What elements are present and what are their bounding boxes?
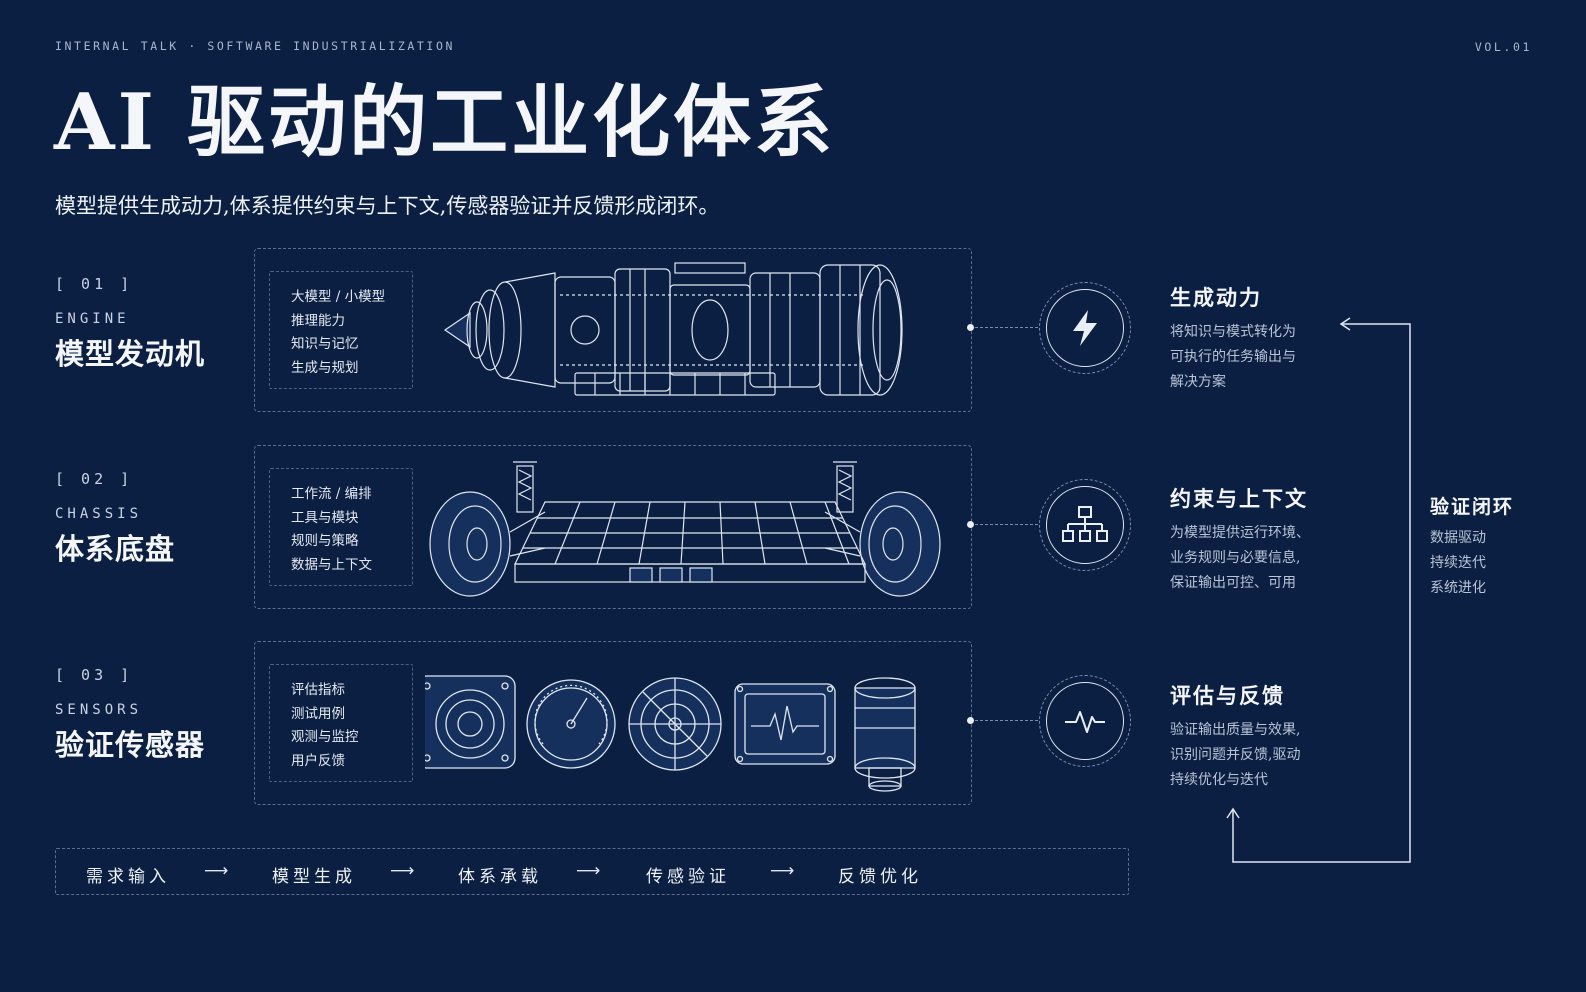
- feature-item: 推理能力: [291, 312, 345, 329]
- connector-line: [975, 720, 1038, 721]
- feature-item: 规则与策略: [291, 533, 359, 550]
- desc-engine: 生成动力 将知识与模式转化为 可执行的任务输出与 解决方案: [1170, 282, 1370, 395]
- feature-item: 用户反馈: [291, 753, 345, 770]
- row-en-label: SENSORS: [55, 702, 143, 718]
- pulse-icon: [1065, 711, 1105, 733]
- feedback-loop-label: 验证闭环 数据驱动 持续迭代 系统进化: [1430, 492, 1514, 601]
- feature-item: 工作流 / 编排: [291, 486, 372, 502]
- desc-line: 识别问题并反馈,驱动: [1170, 747, 1301, 763]
- flow-step-input: 需求输入: [86, 867, 170, 887]
- engine-feature-list: 大模型 / 小模型 推理能力 知识与记忆 生成与规划: [269, 271, 413, 389]
- arrow-right-icon: ⟶: [770, 861, 795, 881]
- page-subtitle: 模型提供生成动力,体系提供约束与上下文,传感器验证并反馈形成闭环。: [55, 194, 720, 218]
- feature-item: 测试用例: [291, 705, 345, 722]
- chassis-feature-list: 工作流 / 编排 工具与模块 规则与策略 数据与上下文: [269, 468, 413, 586]
- desc-heading: 约束与上下文: [1170, 486, 1308, 511]
- desc-line: 保证输出可控、可用: [1170, 575, 1296, 591]
- chassis-panel: 工作流 / 编排 工具与模块 规则与策略 数据与上下文: [254, 445, 972, 609]
- lightning-icon: [1073, 310, 1097, 346]
- arrow-right-icon: ⟶: [576, 861, 601, 881]
- row-zh-label: 模型发动机: [55, 337, 206, 371]
- row-zh-label: 验证传感器: [55, 728, 206, 762]
- connector-dot: [967, 717, 974, 724]
- pulse-icon-ring: [1039, 675, 1131, 767]
- desc-heading: 评估与反馈: [1170, 683, 1285, 708]
- loop-line: 数据驱动: [1430, 530, 1486, 546]
- connector-dot: [967, 324, 974, 331]
- connector-dot: [967, 521, 974, 528]
- feature-item: 评估指标: [291, 682, 345, 698]
- row-index: [ 01 ]: [55, 275, 134, 293]
- chassis-illustration: [429, 461, 941, 597]
- feature-item: 大模型 / 小模型: [291, 289, 386, 305]
- row-en-label: ENGINE: [55, 311, 130, 327]
- desc-line: 持续优化与迭代: [1170, 772, 1268, 788]
- volume-label: VOL.01: [1474, 40, 1532, 54]
- flow-step-carry: 体系承载: [458, 867, 542, 887]
- desc-line: 将知识与模式转化为: [1170, 324, 1296, 340]
- feature-item: 数据与上下文: [291, 557, 372, 574]
- flow-step-generate: 模型生成: [272, 867, 356, 887]
- row-label-engine: [ 01 ] ENGINE 模型发动机: [55, 275, 245, 373]
- desc-heading: 生成动力: [1170, 285, 1262, 310]
- flow-step-optimize: 反馈优化: [838, 867, 922, 887]
- row-zh-label: 体系底盘: [55, 532, 176, 566]
- row-en-label: CHASSIS: [55, 506, 143, 522]
- page-title: AI 驱动的工业化体系: [54, 77, 836, 168]
- desc-line: 业务规则与必要信息,: [1170, 550, 1301, 566]
- feature-item: 知识与记忆: [291, 336, 359, 353]
- feature-item: 工具与模块: [291, 509, 359, 526]
- loop-heading: 验证闭环: [1430, 496, 1515, 518]
- desc-line: 为模型提供运行环境、: [1170, 525, 1310, 541]
- engine-panel: 大模型 / 小模型 推理能力 知识与记忆 生成与规划: [254, 248, 972, 412]
- row-index: [ 02 ]: [55, 470, 134, 488]
- desc-line: 解决方案: [1170, 374, 1226, 390]
- row-label-sensors: [ 03 ] SENSORS 验证传感器: [55, 666, 245, 764]
- arrow-right-icon: ⟶: [204, 861, 229, 881]
- hierarchy-icon: [1062, 506, 1108, 542]
- row-label-chassis: [ 02 ] CHASSIS 体系底盘: [55, 470, 245, 568]
- feature-item: 生成与规划: [291, 360, 359, 377]
- desc-sensors: 评估与反馈 验证输出质量与效果, 识别问题并反馈,驱动 持续优化与迭代: [1170, 680, 1370, 793]
- flow-step-verify: 传感验证: [646, 867, 730, 887]
- hierarchy-icon-ring: [1039, 479, 1131, 571]
- feature-item: 观测与监控: [291, 729, 359, 746]
- connector-line: [975, 524, 1038, 525]
- desc-line: 验证输出质量与效果,: [1170, 722, 1301, 738]
- loop-line: 持续迭代: [1430, 555, 1486, 571]
- feedback-loop-arrow: [1226, 317, 1411, 863]
- header-left-text: INTERNAL TALK · SOFTWARE INDUSTRIALIZATI…: [55, 39, 455, 53]
- row-index: [ 03 ]: [55, 666, 134, 684]
- connector-line: [975, 327, 1038, 328]
- sensors-panel: 评估指标 测试用例 观测与监控 用户反馈: [254, 641, 972, 805]
- arrow-right-icon: ⟶: [390, 861, 415, 881]
- engine-illustration: [443, 262, 903, 396]
- loop-line: 系统进化: [1430, 580, 1486, 596]
- desc-line: 可执行的任务输出与: [1170, 349, 1296, 365]
- sensors-feature-list: 评估指标 测试用例 观测与监控 用户反馈: [269, 664, 413, 782]
- lightning-icon-ring: [1039, 282, 1131, 374]
- sensors-illustration: [425, 675, 916, 792]
- desc-chassis: 约束与上下文 为模型提供运行环境、 业务规则与必要信息, 保证输出可控、可用: [1170, 483, 1370, 596]
- process-flow-bar: 需求输入 ⟶ 模型生成 ⟶ 体系承载 ⟶ 传感验证 ⟶ 反馈优化: [55, 848, 1129, 895]
